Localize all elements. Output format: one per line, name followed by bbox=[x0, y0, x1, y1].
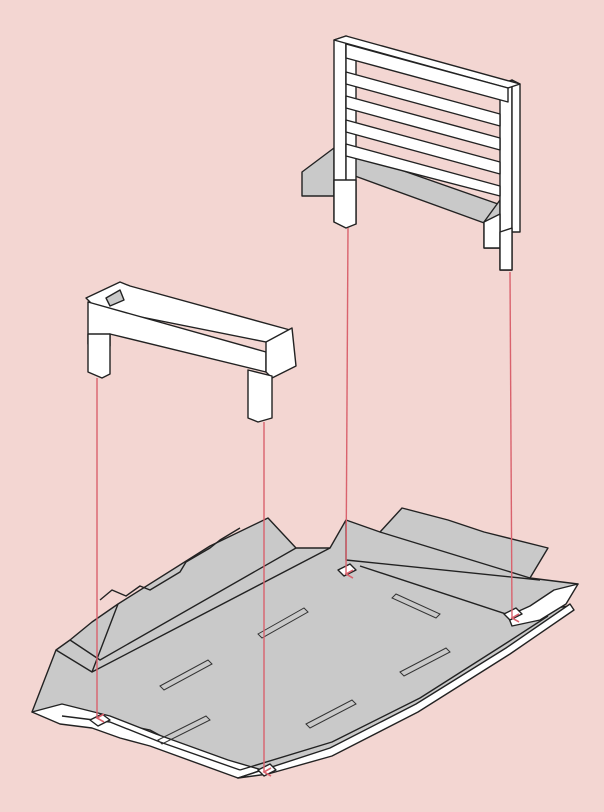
tray-right-flap bbox=[507, 583, 579, 627]
tray-slot-6 bbox=[305, 699, 357, 729]
backrest-slat-3 bbox=[345, 119, 501, 175]
tray-tabs-left bbox=[99, 527, 241, 601]
guide-arrows bbox=[95, 227, 520, 777]
tray-floor bbox=[31, 507, 579, 779]
tray-crease-front bbox=[61, 715, 241, 771]
front-support bbox=[85, 281, 297, 423]
backrest-right-post-side bbox=[511, 79, 521, 233]
tray-crease-front-2 bbox=[239, 615, 549, 771]
support-channel bbox=[105, 289, 125, 307]
backrest-slat-2 bbox=[345, 95, 501, 151]
support-left-leg bbox=[87, 333, 111, 379]
tray-slot-3 bbox=[391, 593, 441, 619]
backrest-left-flap bbox=[301, 147, 335, 197]
backrest-left-foot bbox=[333, 179, 357, 229]
arrow-back-left bbox=[344, 227, 354, 579]
tray-slot-2 bbox=[257, 607, 309, 639]
arrow-back-right bbox=[509, 271, 520, 623]
tray-slot-5 bbox=[157, 715, 211, 745]
backrest bbox=[301, 35, 521, 271]
tray-front-lip bbox=[237, 603, 575, 779]
tray-slot-4 bbox=[399, 647, 451, 677]
support-right-block bbox=[265, 327, 297, 379]
backrest-right-leg bbox=[499, 227, 513, 271]
backrest-slat-1 bbox=[345, 71, 501, 127]
support-right-leg bbox=[247, 369, 273, 423]
tray-crease-left-3 bbox=[91, 547, 331, 673]
backrest-top-rail-face bbox=[345, 43, 509, 103]
tray-slot-1 bbox=[159, 659, 213, 691]
backrest-slat-4 bbox=[345, 143, 501, 197]
tray-crease-back-2 bbox=[379, 531, 531, 579]
tray-crease-left-2 bbox=[69, 547, 297, 661]
tray-crease-back-3 bbox=[359, 565, 513, 617]
base-tray bbox=[31, 507, 579, 779]
